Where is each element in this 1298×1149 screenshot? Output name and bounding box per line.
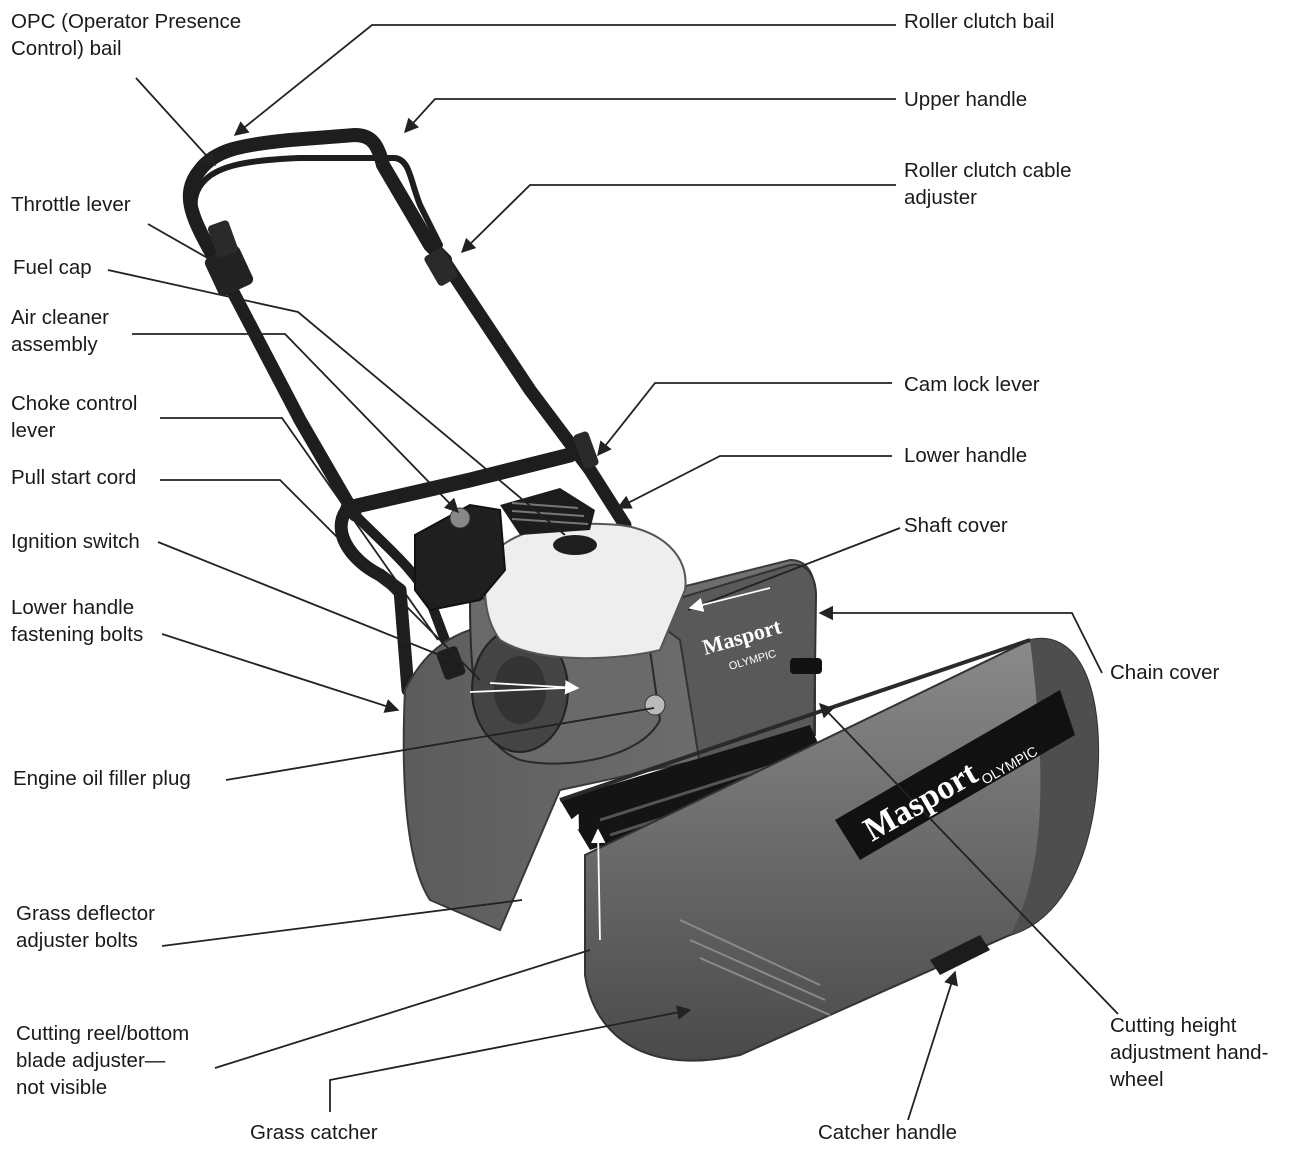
grass-catcher-end [1010,638,1099,935]
label-chain-cover: Chain cover [1110,661,1220,684]
leader-lower-handle [616,455,892,509]
opc-bail-bar [191,155,443,273]
leader-opc-bail [135,77,216,167]
leader-pull-start [160,479,481,681]
catcher-top-rim [559,638,1031,802]
leader-throttle [147,223,219,265]
leader-cam-lock [597,382,892,457]
label-deflector-bolts: Grass deflector adjuster bolts [16,902,155,952]
air-cleaner-nut [449,507,471,529]
leader-roller-clutch-bail [233,24,896,136]
fuel-cap [553,535,597,555]
label-roller-clutch-cable: Roller clutch cable adjuster [904,159,1072,209]
leader-upper-handle [404,98,896,134]
air-cleaner [414,503,507,612]
label-height-wheel: Cutting height adjustment hand- wheel [1110,1014,1269,1091]
oil-filler-plug [644,694,666,716]
label-choke-lever: Choke control lever [11,392,138,442]
label-fuel-cap: Fuel cap [13,256,92,279]
leader-fuel-cap [107,269,566,536]
label-pull-start: Pull start cord [11,466,137,489]
reel-opening [560,725,830,850]
leader-shaft-cover [687,527,901,611]
leader-choke [160,417,439,641]
leader-air-cleaner [132,333,460,514]
leader-chain-cover [818,605,1103,674]
catcher-label-band [835,690,1075,860]
leader-lines [107,24,1119,1121]
leader-deflector [161,899,523,947]
leader-grass-catcher [329,1005,692,1112]
leader-lower-handle-bolts [161,633,400,713]
label-grass-catcher: Grass catcher [250,1121,378,1144]
leader-height-wheel [819,702,1119,1015]
handle-grip-block [207,220,239,258]
label-catcher-handle: Catcher handle [818,1121,958,1144]
leader-reel-adjuster [214,949,591,1069]
label-ignition-switch: Ignition switch [11,530,140,553]
catcher-handle-grip [930,935,990,975]
leader-lines-white [469,587,771,941]
leader-oil-plug [225,707,655,781]
ignition-switch [436,646,466,680]
label-reel-adjuster: Cutting reel/bottom blade adjuster— not … [16,1022,190,1099]
cam-lock-block [573,431,599,469]
right-handle-tube [438,255,632,532]
label-engine-oil-plug: Engine oil filler plug [13,767,191,790]
left-handle-tube [225,283,362,522]
label-upper-handle: Upper handle [904,88,1028,111]
label-roller-clutch-bail: Roller clutch bail [904,10,1055,33]
leader-roller-clutch-cable [460,184,896,254]
label-shaft-cover: Shaft cover [904,514,1008,537]
height-handwheel [790,658,822,674]
label-cam-lock: Cam lock lever [904,373,1040,396]
catcher-ribs [679,919,831,1016]
cable-adjuster-block [424,248,458,286]
leader-catcher-handle [907,970,958,1121]
throttle-block [204,245,254,297]
label-lower-handle-bolts: Lower handle fastening bolts [11,596,144,646]
label-opc-bail: OPC (Operator Presence Control) bail [11,10,242,60]
label-lower-handle: Lower handle [904,444,1028,467]
leader-ignition [157,541,453,661]
handle-crossbar [340,447,578,516]
label-throttle-lever: Throttle lever [11,193,131,216]
label-air-cleaner: Air cleaner assembly [11,306,109,356]
